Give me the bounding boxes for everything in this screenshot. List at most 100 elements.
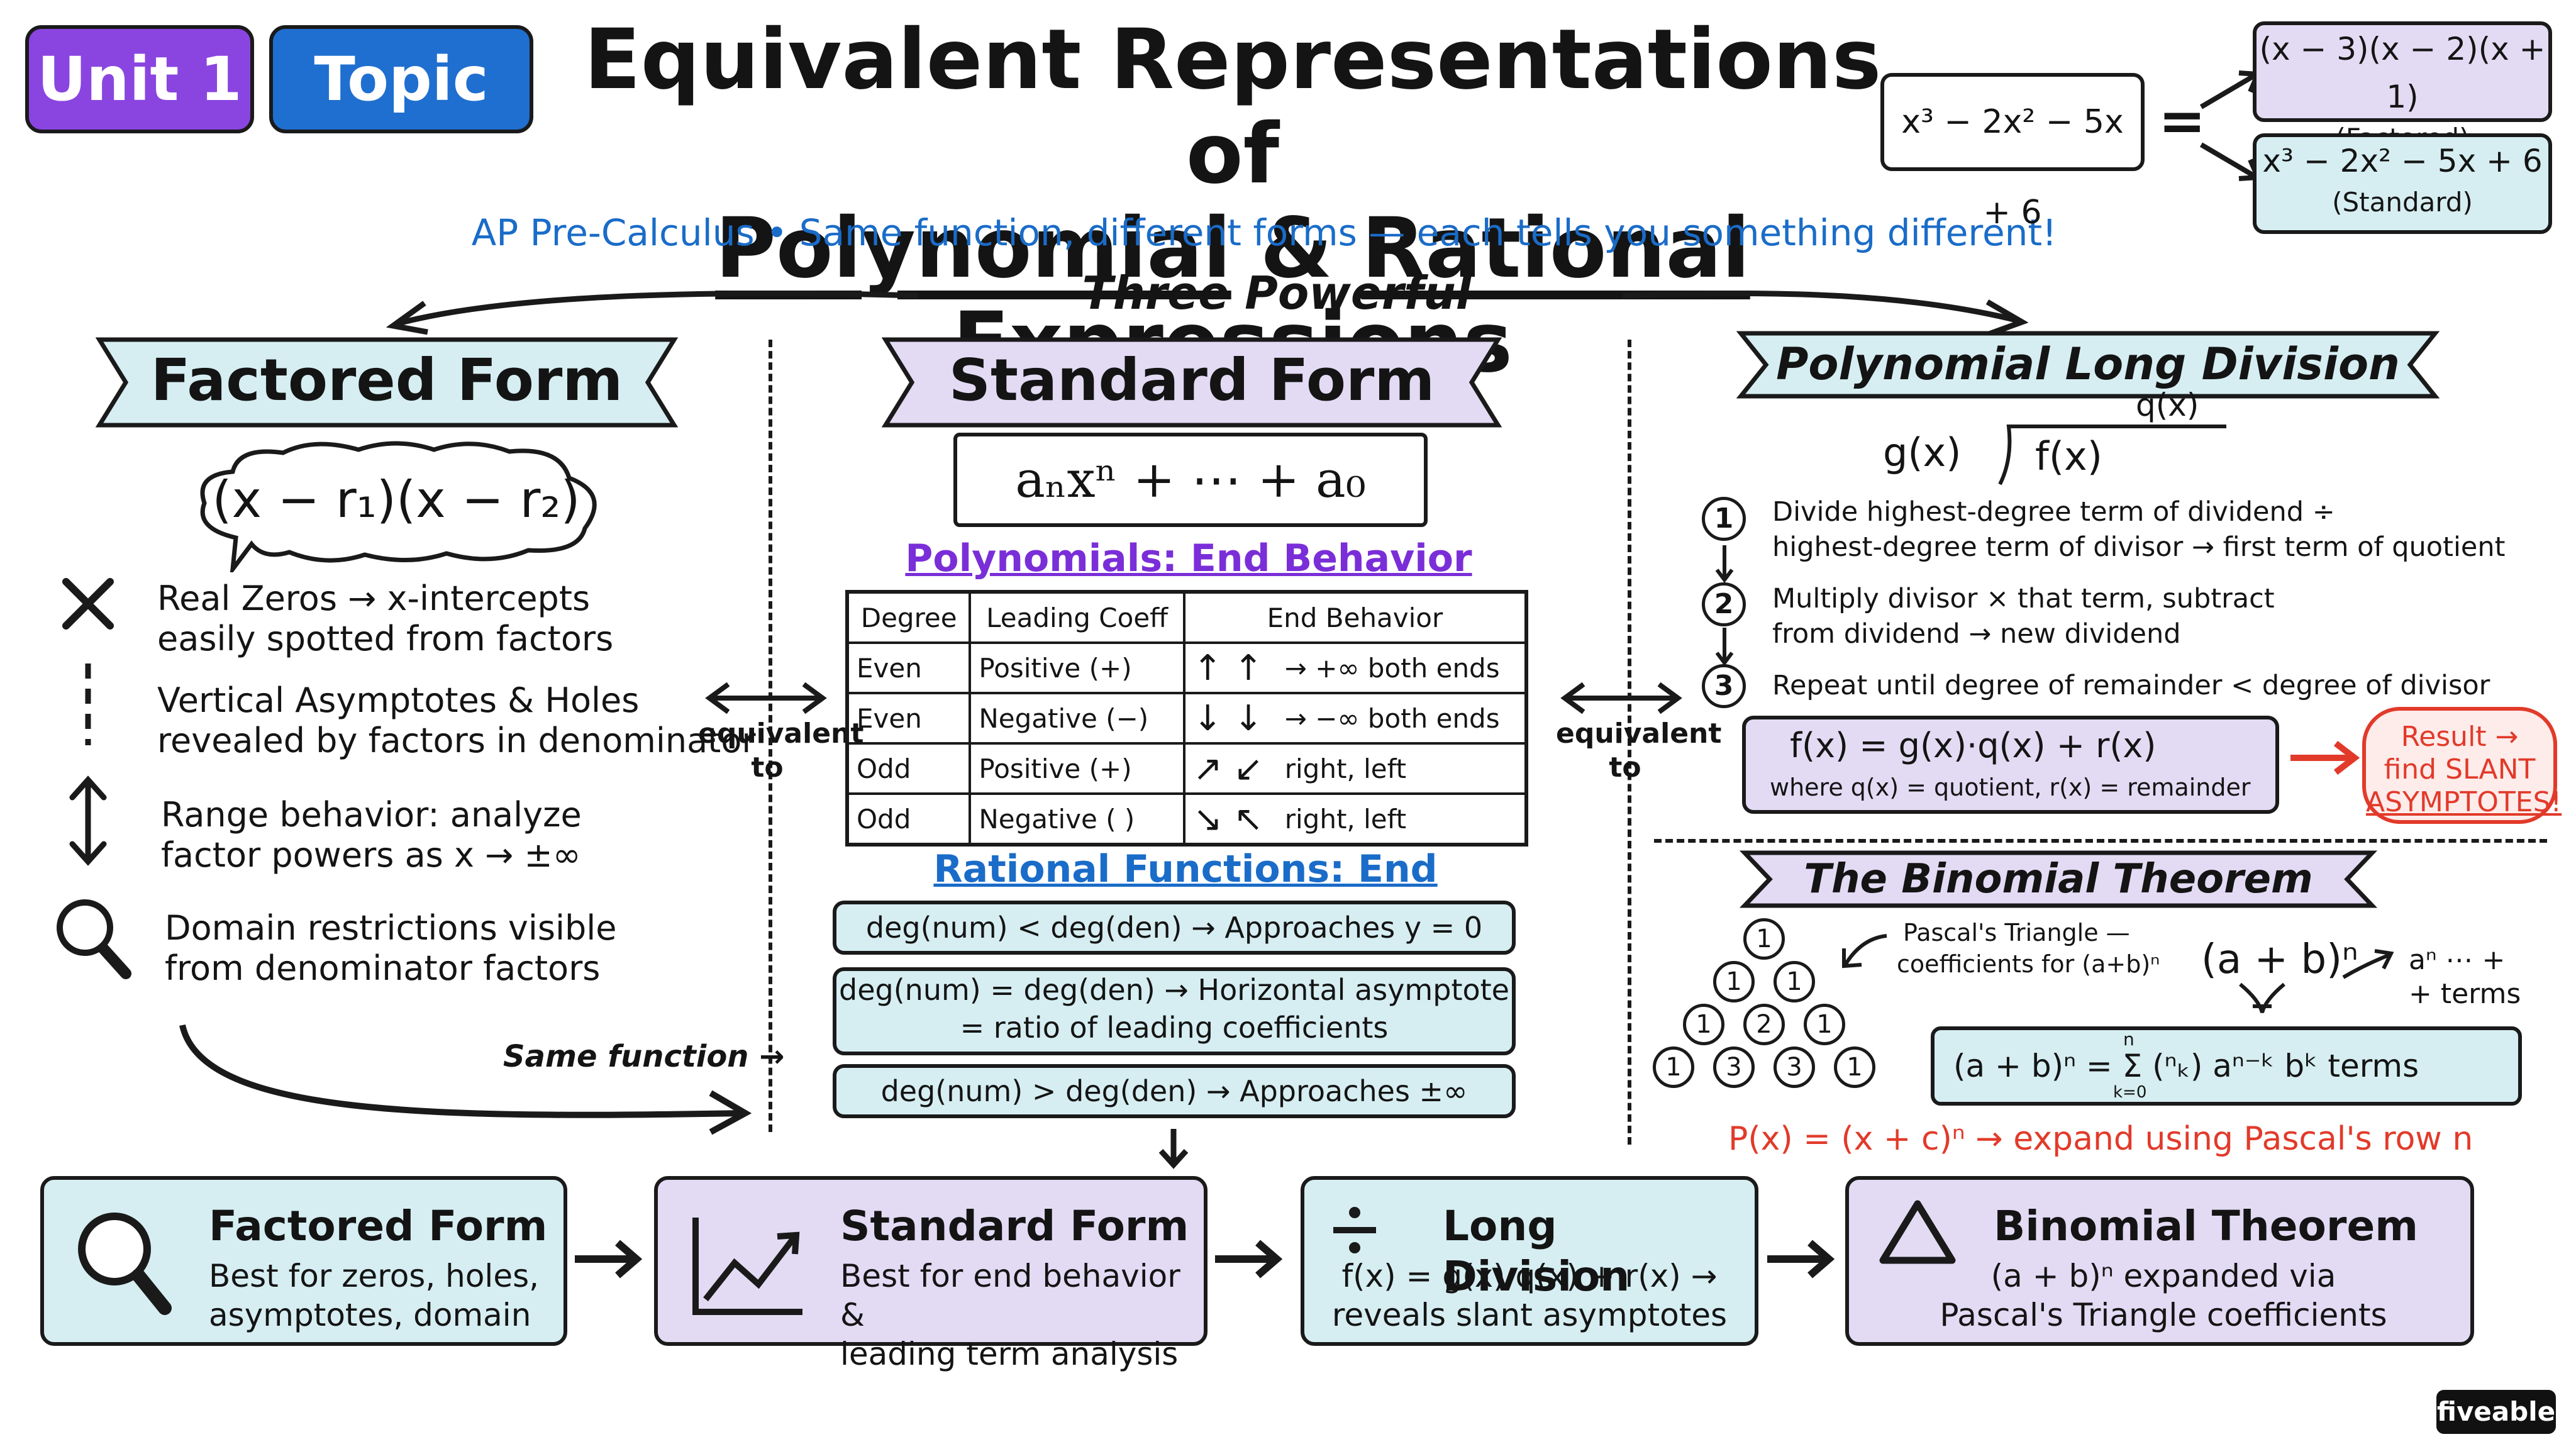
equivalent-left-line2: to	[751, 752, 784, 784]
example-standard-box: x³ − 2x² − 5x + 6 (Standard)	[2253, 133, 2552, 234]
table-cell: → −∞ both ends	[1277, 692, 1528, 745]
unit-badge: Unit 1	[25, 25, 254, 133]
summary-standard-line2: leading term analysis	[840, 1336, 1179, 1372]
summary-binomial-title: Binomial Theorem	[1994, 1202, 2418, 1250]
table-cell: Positive (+)	[969, 742, 1185, 795]
division-banner-shape	[1736, 331, 2440, 399]
summary-standard-text: Best for end behavior & leading term ana…	[840, 1257, 1204, 1374]
equivalent-right-arrow	[1560, 682, 1682, 714]
result-callout: Result → find SLANT ASYMPTOTES!	[2362, 707, 2562, 824]
binomial-expand-output: aⁿ ⋯ + + terms	[2409, 943, 2521, 1011]
result-arrow	[2290, 741, 2360, 775]
pascal-cell: 3	[1774, 1046, 1815, 1088]
rational-3-text: deg(num) > deg(den) → Approaches ±∞	[880, 1074, 1468, 1108]
step-arrows	[1715, 545, 1734, 666]
pascal-note-arrow	[1842, 934, 1887, 969]
division-quotient: q(x)	[2136, 387, 2199, 423]
binomial-fork-icon	[2239, 982, 2285, 1013]
step-2-number: 2	[1702, 582, 1746, 626]
division-formula-box: f(x) = g(x)·q(x) + r(x) where q(x) = quo…	[1742, 716, 2279, 814]
step-2-line2: from dividend → new dividend	[1772, 618, 2181, 650]
summary-division-line1: f(x) = g(x)·q(x) + r(x) →	[1341, 1258, 1718, 1294]
same-function-label: Same function →	[503, 1039, 785, 1074]
step-1-text: Divide highest-degree term of dividend ÷…	[1772, 494, 2505, 565]
factored-banner-shape	[95, 337, 679, 428]
table-cell: Odd	[845, 792, 972, 846]
feature-zeros-line1: Real Zeros → x-intercepts	[157, 579, 591, 618]
feature-zeros: Real Zeros → x-intercepts easily spotted…	[157, 579, 613, 659]
factored-expression: (x − r₁)(x − r₂)	[212, 470, 580, 529]
feature-range: Range behavior: analyze factor powers as…	[161, 795, 582, 875]
table-header-row: Degree Leading Coeff End Behavior	[845, 591, 1528, 644]
summary-arrow-3	[1767, 1240, 1835, 1279]
title-polynomial: Polynomial	[715, 200, 1231, 297]
pascal-cell: 1	[1804, 1004, 1845, 1045]
binomial-formula-box: n (a + b)ⁿ = Σ (ⁿₖ) aⁿ⁻ᵏ bᵏ terms k=0	[1931, 1026, 2522, 1106]
divider-horizontal	[1654, 839, 2547, 843]
table-arrows: ↑ ↑	[1182, 641, 1277, 694]
pascal-cell: 3	[1713, 1046, 1755, 1088]
summary-factored-line2: asymptotes, domain	[209, 1297, 531, 1333]
title-line-1: Equivalent Representations of	[584, 11, 1882, 203]
standard-down-arrow	[1158, 1129, 1189, 1169]
magnifier-icon	[78, 1213, 172, 1315]
division-dividend: f(x)	[2035, 433, 2102, 479]
table-row: Even Positive (+) ↑ ↑ → +∞ both ends	[845, 641, 1528, 694]
summary-division-card: Long Division f(x) = g(x)·q(x) + r(x) → …	[1301, 1176, 1758, 1346]
rational-box-1: deg(num) < deg(den) → Approaches y = 0	[833, 901, 1516, 955]
step-2-text: Multiply divisor × that term, subtract f…	[1772, 581, 2275, 652]
th-behavior: End Behavior	[1182, 591, 1528, 644]
summary-binomial-card: Binomial Theorem (a + b)ⁿ expanded via P…	[1845, 1176, 2474, 1346]
equivalent-left-label: equivalent to	[698, 717, 863, 785]
expand-out-line1: aⁿ ⋯ +	[2409, 944, 2506, 976]
th-coeff: Leading Coeff	[969, 591, 1185, 644]
equivalent-left-arrow	[705, 682, 827, 714]
subtitle: AP Pre-Calculus • Same function, differe…	[471, 211, 2057, 254]
division-formula: f(x) = g(x)·q(x) + r(x)	[1790, 726, 2157, 765]
topic-badge: Topic 1.11	[269, 25, 533, 215]
division-divisor: g(x)	[1883, 430, 1962, 475]
standard-banner-shape	[881, 337, 1502, 428]
standard-expression-box: aₙxⁿ + ⋯ + a₀	[953, 433, 1428, 527]
summary-arrow-1	[575, 1240, 643, 1279]
x-mark-icon	[62, 578, 114, 630]
rational-box-2: deg(num) = deg(den) → Horizontal asympto…	[833, 967, 1516, 1055]
step-1-number: 1	[1702, 497, 1746, 541]
feature-asymptotes-line2: revealed by factors in denominator	[157, 721, 756, 760]
equivalent-right-line1: equivalent	[1556, 718, 1722, 750]
equivalent-right-line2: to	[1609, 752, 1641, 784]
rational-2-line1: deg(num) = deg(den) → Horizontal asympto…	[839, 973, 1509, 1007]
step-1-line2: highest-degree term of divisor → first t…	[1772, 531, 2506, 563]
line-graph-icon	[692, 1218, 802, 1315]
table-cell: Positive (+)	[969, 641, 1185, 694]
rational-box-3: deg(num) > deg(den) → Approaches ±∞	[833, 1064, 1516, 1118]
example-left-box: x³ − 2x² − 5x + 6	[1880, 73, 2145, 231]
standard-expr: x³ − 2x² − 5x + 6	[2262, 143, 2543, 179]
division-icon	[1333, 1207, 1376, 1253]
step-3-text: Repeat until degree of remainder < degre…	[1772, 668, 2490, 703]
divider-left	[769, 340, 772, 1132]
division-formula-note: where q(x) = quotient, r(x) = remainder	[1770, 774, 2251, 801]
fiveable-logo: fiveable	[2436, 1390, 2556, 1434]
pascal-cell: 1	[1743, 918, 1785, 960]
end-behavior-table: Degree Leading Coeff End Behavior Even P…	[845, 590, 1528, 847]
table-arrows: ↓ ↓	[1182, 692, 1277, 745]
same-function-curve	[179, 1024, 752, 1135]
pascal-cell: 1	[1683, 1004, 1724, 1045]
feature-zeros-line2: easily spotted from factors	[157, 619, 614, 658]
pascal-note-line1: Pascal's Triangle —	[1903, 919, 2130, 947]
title-amp: &	[1260, 200, 1333, 297]
summary-division-text: f(x) = g(x)·q(x) + r(x) → reveals slant …	[1317, 1257, 1742, 1335]
division-bracket	[1998, 425, 2226, 486]
binomial-expand-expr: (a + b)ⁿ	[2201, 936, 2358, 983]
feature-range-line1: Range behavior: analyze	[161, 795, 582, 835]
pascal-note: Pascal's Triangle — coefficients for (a+…	[1897, 917, 2160, 980]
dashed-line-icon	[85, 663, 91, 745]
table-cell: → +∞ both ends	[1277, 641, 1528, 694]
table-cell: Even	[845, 692, 972, 745]
sigma-top: n	[2123, 1029, 2135, 1050]
result-line3: ASYMPTOTES!	[2366, 786, 2562, 818]
table-cell: Odd	[845, 742, 972, 795]
pascal-cell: 1	[1653, 1046, 1694, 1088]
result-line2: find SLANT	[2384, 753, 2536, 786]
